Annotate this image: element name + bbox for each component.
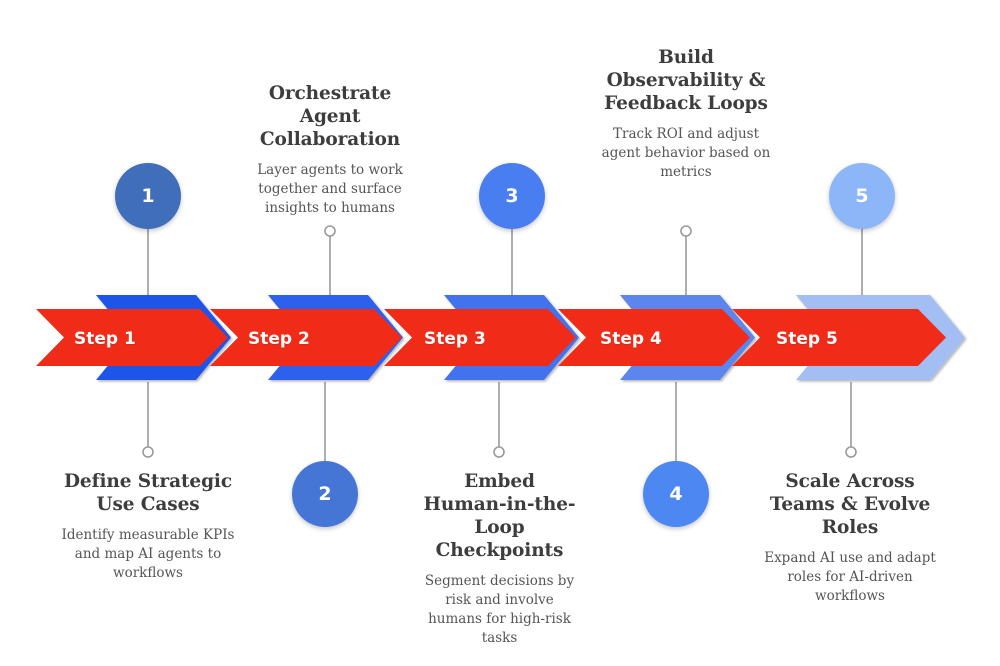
step-description-3: Segment decisions by risk and involve hu… <box>424 573 575 646</box>
step-textblock-5: Scale Across Teams & Evolve Roles Expand… <box>762 470 938 606</box>
step-number-text-3: 3 <box>505 185 519 207</box>
connector-lines <box>142 225 863 466</box>
step-textblock-3: Embed Human-in-the-Loop Checkpoints Segm… <box>422 470 577 648</box>
step-number-text-1: 1 <box>141 185 155 207</box>
step-description-2: Layer agents to work together and surfac… <box>257 162 403 216</box>
step-description-1: Identify measurable KPIs and map AI agen… <box>61 527 235 581</box>
step-title-1: Define Strategic Use Cases <box>63 471 233 515</box>
step-textblock-2: Orchestrate Agent Collaboration Layer ag… <box>246 82 414 218</box>
connector-ring-step-5 <box>845 446 857 458</box>
step-number-text-4: 4 <box>669 483 683 505</box>
band-label-step-4: Step 4 <box>600 329 662 349</box>
step-number-label-3: 3 <box>481 165 544 228</box>
band-label-step-2: Step 2 <box>248 329 310 349</box>
step-description-5: Expand AI use and adapt roles for AI-dri… <box>764 550 936 604</box>
connector-ring-step-3 <box>493 446 505 458</box>
step-number-label-1: 1 <box>117 165 180 228</box>
red-band-segment-4[interactable] <box>558 309 750 366</box>
connector-ring-step-1 <box>142 446 154 458</box>
step-title-3: Embed Human-in-the-Loop Checkpoints <box>423 471 576 561</box>
step-number-label-2: 2 <box>294 463 357 526</box>
step-number-text-5: 5 <box>855 185 869 207</box>
red-band-segment-1[interactable] <box>36 309 228 366</box>
step-number-text-2: 2 <box>318 483 332 505</box>
step-circle-3[interactable] <box>479 163 545 229</box>
band-label-step-1: Step 1 <box>74 329 136 349</box>
step-title-4: Build Observability & Feedback Loops <box>604 47 768 114</box>
step-circle-4[interactable] <box>643 461 709 527</box>
step-title-5: Scale Across Teams & Evolve Roles <box>769 471 931 538</box>
step-textblock-1: Define Strategic Use Cases Identify meas… <box>58 470 238 583</box>
step-title-2: Orchestrate Agent Collaboration <box>259 83 401 150</box>
red-band-segment-5[interactable] <box>732 309 946 366</box>
band-label-step-5: Step 5 <box>776 329 838 349</box>
connector-ring-step-4 <box>680 225 692 237</box>
connector-ring-step-2 <box>324 225 336 237</box>
band-label-step-3: Step 3 <box>424 329 486 349</box>
step-circle-2[interactable] <box>292 461 358 527</box>
step-number-circles <box>115 163 895 527</box>
step-textblock-4: Build Observability & Feedback Loops Tra… <box>600 46 772 182</box>
step-description-4: Track ROI and adjust agent behavior base… <box>601 126 771 180</box>
red-band-segment-3[interactable] <box>384 309 576 366</box>
red-band-group <box>36 309 946 366</box>
step-circle-1[interactable] <box>115 163 181 229</box>
step-number-label-5: 5 <box>831 165 894 228</box>
step-circle-5[interactable] <box>829 163 895 229</box>
step-number-label-4: 4 <box>645 463 708 526</box>
red-band-segment-2[interactable] <box>210 309 402 366</box>
